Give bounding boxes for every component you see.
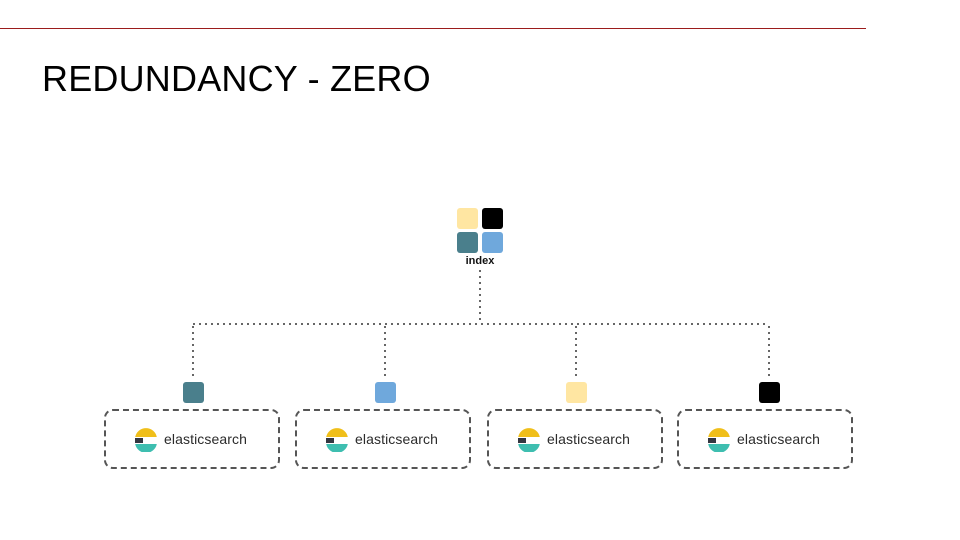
elasticsearch-node-3: elasticsearch xyxy=(487,409,663,469)
elasticsearch-logo-icon xyxy=(326,428,348,452)
node-label: elasticsearch xyxy=(737,431,821,447)
elasticsearch-node-4: elasticsearch xyxy=(677,409,853,469)
elasticsearch-logo-icon xyxy=(518,428,540,452)
node-shard-2 xyxy=(375,382,396,403)
node-shard-1 xyxy=(183,382,204,403)
elasticsearch-logo-icon xyxy=(708,428,730,452)
slide-title: REDUNDANCY - ZERO xyxy=(42,58,431,99)
node-label: elasticsearch xyxy=(355,431,439,447)
index-shard-4 xyxy=(482,232,503,253)
node-shard-3 xyxy=(566,382,587,403)
header-rule xyxy=(0,28,866,29)
elasticsearch-node-2: elasticsearch xyxy=(295,409,471,469)
index-label: index xyxy=(465,255,495,267)
elasticsearch-node-1: elasticsearch xyxy=(104,409,280,469)
node-label: elasticsearch xyxy=(547,431,631,447)
elasticsearch-logo-icon xyxy=(135,428,157,452)
node-label: elasticsearch xyxy=(164,431,248,447)
index-shard-3 xyxy=(457,232,478,253)
node-shard-4 xyxy=(759,382,780,403)
index-shard-2 xyxy=(482,208,503,229)
index-shard-1 xyxy=(457,208,478,229)
